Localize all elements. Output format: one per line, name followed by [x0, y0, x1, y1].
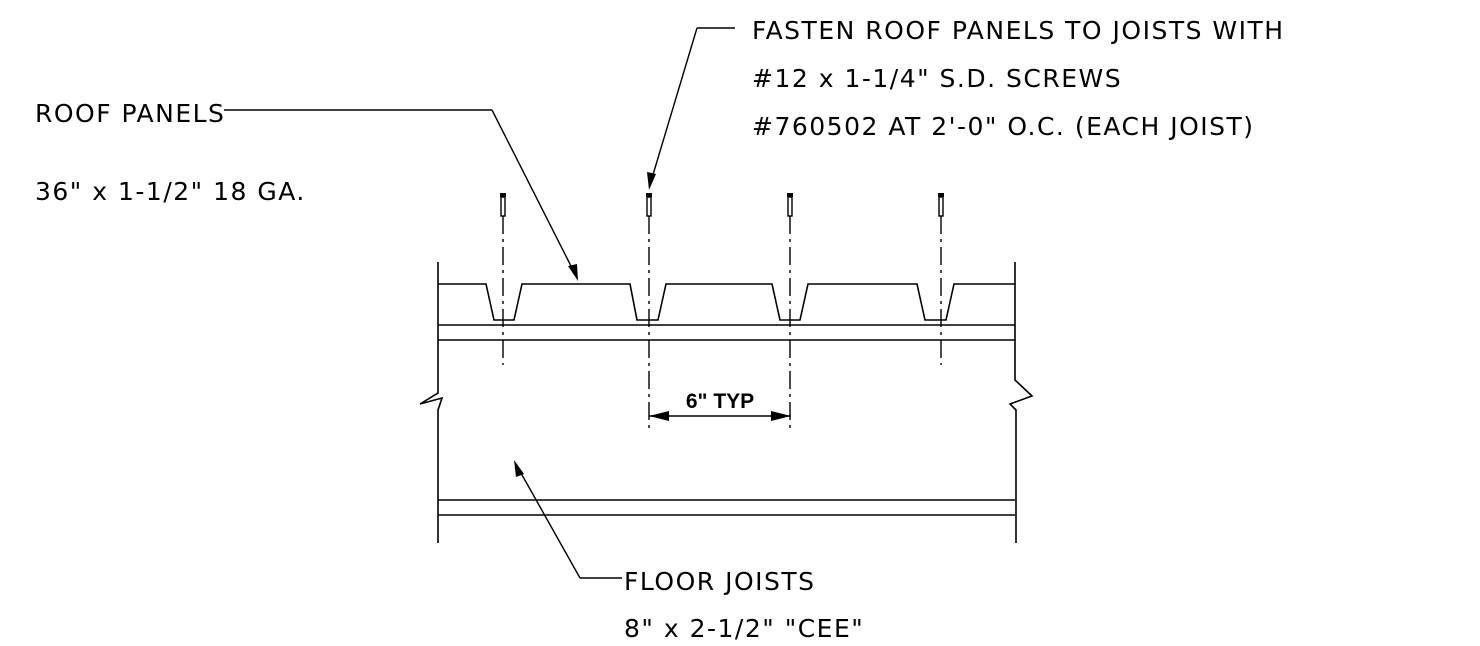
roof-panels-label: ROOF PANELS [35, 99, 225, 128]
joist-top-flange [438, 324, 1015, 341]
screw-2 [646, 193, 652, 430]
screw-4 [938, 193, 944, 365]
dimension-6in: 6" TYP [649, 390, 791, 421]
screw-3 [787, 193, 793, 432]
floor-joists-callout: FLOOR JOISTS 8" x 2-1/2" "CEE" [514, 460, 864, 643]
left-break-line [419, 262, 444, 543]
roof-panels-callout: ROOF PANELS 36" x 1-1/2" 18 GA. [35, 99, 578, 281]
fasten-note-line1: FASTEN ROOF PANELS TO JOISTS WITH [752, 16, 1285, 45]
section-outline [419, 262, 1034, 543]
joist-bottom-flange [438, 499, 1015, 516]
floor-joists-spec: 8" x 2-1/2" "CEE" [624, 614, 864, 643]
right-break-line [1008, 262, 1034, 543]
dimension-label: 6" TYP [686, 390, 754, 413]
screw-1 [500, 193, 506, 365]
fasten-note-line2: #12 x 1-1/4" S.D. SCREWS [752, 64, 1122, 93]
fasten-note-line3: #760502 AT 2'-0" O.C. (EACH JOIST) [752, 112, 1255, 141]
floor-joists-label: FLOOR JOISTS [624, 567, 816, 596]
fasten-note-callout: FASTEN ROOF PANELS TO JOISTS WITH #12 x … [647, 16, 1285, 190]
roof-panels-spec: 36" x 1-1/2" 18 GA. [35, 177, 306, 206]
roof-panel-profile [438, 283, 1015, 321]
